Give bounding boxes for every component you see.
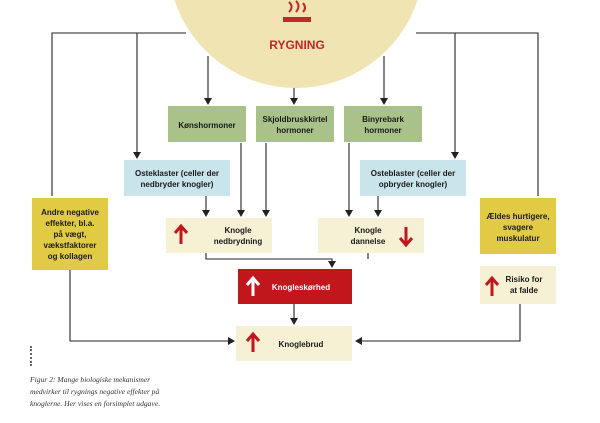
caption-line: Figur 2: Mange biologiske mekanismer xyxy=(30,375,151,384)
label-line: Knoglebrud xyxy=(279,340,324,349)
adrenal-hormones-box: Binyrebark hormoner xyxy=(344,106,422,142)
label-line: Osteblaster (celler der xyxy=(371,169,455,178)
arrow-up-icon xyxy=(245,331,261,352)
osteoblasts-label: Osteblaster (celler der opbryder knogler) xyxy=(371,169,455,189)
osteoclasts-box: Osteklaster (celler der nedbryder knogler… xyxy=(124,160,230,196)
sex-hormones-label: Kønshormoner xyxy=(178,121,235,130)
label-line: hormoner xyxy=(276,126,313,135)
label-line: Skjoldbruskkirtel xyxy=(263,115,328,124)
caption-dots xyxy=(30,346,34,366)
osteoporosis-box: Knogleskørhed xyxy=(238,269,352,304)
muscle-ageing-box: Ældes hurtigere, svagere muskulatur xyxy=(480,198,556,254)
figure-caption: Figur 2: Mange biologiske mekanismer med… xyxy=(30,374,190,410)
label-line: vækstfaktorer xyxy=(44,241,97,250)
bone-breakdown-label: Knogle nedbrydning xyxy=(214,226,263,246)
smoking-circle xyxy=(174,0,418,88)
label-line: nedbrydning xyxy=(214,237,263,246)
arrow-up-icon xyxy=(484,275,500,296)
label-line: Osteklaster (celler der xyxy=(135,169,219,178)
label-line: opbryder knogler) xyxy=(379,180,448,189)
caption-line: knoglerne. Her vises en forsimplet udgav… xyxy=(30,399,161,408)
sex-hormones-box: Kønshormoner xyxy=(168,106,246,142)
label-line: Knogleskørhed xyxy=(272,283,330,292)
label-line: og kollagen xyxy=(48,252,93,261)
arrow-up-icon xyxy=(173,223,189,244)
label-line: muskulatur xyxy=(496,234,539,243)
thyroid-hormones-label: Skjoldbruskkirtel hormoner xyxy=(263,115,328,135)
label-line: Risiko for xyxy=(506,275,543,284)
fall-risk-box: Risiko for at falde xyxy=(480,266,556,304)
fracture-box: Knoglebrud xyxy=(236,326,352,361)
smoking-node: RYGNING xyxy=(174,0,418,88)
arrow-up-icon xyxy=(245,275,261,296)
label-line: Knogle xyxy=(354,226,382,235)
osteoblasts-box: Osteblaster (celler der opbryder knogler) xyxy=(360,160,466,196)
thyroid-hormones-box: Skjoldbruskkirtel hormoner xyxy=(256,106,334,142)
label-line: hormoner xyxy=(364,126,401,135)
osteoporosis-label: Knogleskørhed xyxy=(272,283,330,292)
adrenal-hormones-label: Binyrebark hormoner xyxy=(362,115,404,135)
fall-risk-label: Risiko for at falde xyxy=(506,275,543,295)
label-line: på vægt, xyxy=(54,230,87,239)
bone-breakdown-box: Knogle nedbrydning xyxy=(166,218,272,253)
label-line: Kønshormoner xyxy=(178,121,235,130)
label-line: Binyrebark xyxy=(362,115,404,124)
label-line: effekter, bl.a. xyxy=(46,219,95,228)
label-line: Andre negative xyxy=(41,208,99,217)
label-line: at falde xyxy=(510,286,539,295)
arrow-down-icon xyxy=(398,227,414,248)
bone-formation-label: Knogle dannelse xyxy=(351,226,386,246)
caption-line: medvirker til rygnings negative effekter… xyxy=(30,387,160,396)
label-line: svagere xyxy=(503,223,534,232)
smoking-label: RYGNING xyxy=(269,38,325,52)
other-effects-box: Andre negative effekter, bl.a. på vægt, væk… xyxy=(32,198,108,270)
other-effects-label: Andre negative effekter, bl.a. på vægt, væk… xyxy=(41,208,99,261)
label-line: Ældes hurtigere, xyxy=(486,212,549,221)
fracture-label: Knoglebrud xyxy=(279,340,324,349)
osteoclasts-label: Osteklaster (celler der nedbryder knogler… xyxy=(135,169,219,189)
bone-formation-box: Knogle dannelse xyxy=(318,218,424,253)
label-line: Knogle xyxy=(224,226,252,235)
cigarette-icon xyxy=(283,0,311,22)
label-line: dannelse xyxy=(351,237,386,246)
muscle-ageing-label: Ældes hurtigere, svagere muskulatur xyxy=(486,212,549,243)
label-line: nedbryder knogler) xyxy=(141,180,214,189)
